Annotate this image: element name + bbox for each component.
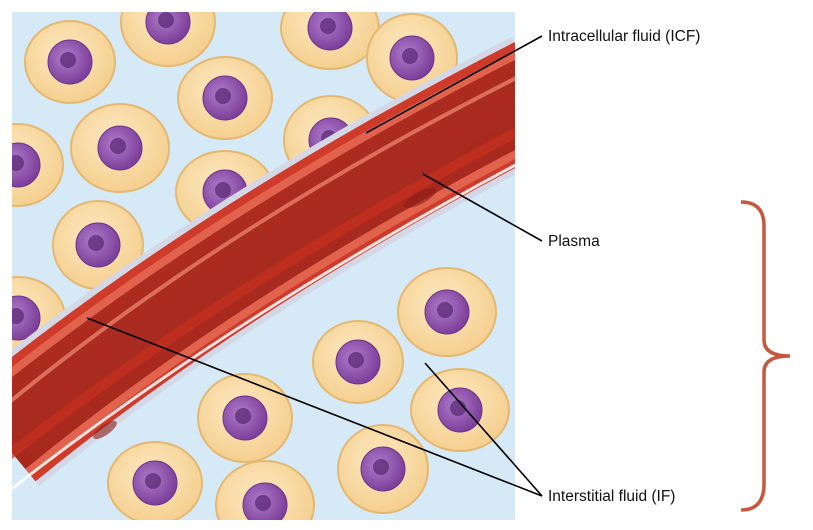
cell-nucleolus [437,302,453,318]
cell-nucleus [12,142,41,188]
cell [107,441,203,520]
if-label: Interstitial fluid (IF) [548,488,675,505]
cell [24,20,116,104]
cell [397,267,497,357]
cells-group [12,12,510,520]
cell-nucleolus [348,352,364,368]
cell-nucleolus [60,52,76,68]
vessel-highlight [12,76,515,403]
cell [177,56,273,140]
cell-nucleolus [235,408,251,424]
cell [337,424,429,514]
cell [197,373,293,463]
plasma-label: Plasma [548,233,600,250]
vessel-texture [93,420,117,440]
if-leader-line [86,317,543,497]
cell-nucleus [12,295,41,341]
cell-nucleolus [255,495,271,511]
cell [410,368,510,452]
vessel-fold [12,127,515,459]
tissue-panel [12,12,515,520]
cell [120,12,216,67]
leader-lines [86,35,543,497]
icf-leader-line [365,35,543,134]
plasma-leader-line [422,173,543,242]
extracellular-bracket [740,200,791,512]
vessel-edge-highlight [12,163,515,491]
cell-nucleolus [215,88,231,104]
cell-nucleolus [320,18,336,34]
cell-nucleolus [158,12,174,28]
vessel-lumen [12,59,515,469]
cell-nucleolus [12,308,24,324]
cell-nucleolus [373,459,389,475]
vessel-texture [403,188,437,208]
cell-nucleolus [215,182,231,198]
cell [70,103,170,193]
blood-vessel [12,36,515,491]
cell [215,460,315,520]
icf-label: Intracellular fluid (ICF) [548,28,700,45]
cell-nucleolus [402,48,418,64]
if-leader-line [424,362,543,497]
cell-nucleolus [88,235,104,251]
cell [52,200,144,290]
cell [12,123,64,207]
cell-nucleolus [145,473,161,489]
cell-nucleus [145,12,191,45]
cell-nucleolus [110,138,126,154]
cell [312,320,404,404]
cell-nucleolus [12,155,24,171]
cell [280,12,380,70]
